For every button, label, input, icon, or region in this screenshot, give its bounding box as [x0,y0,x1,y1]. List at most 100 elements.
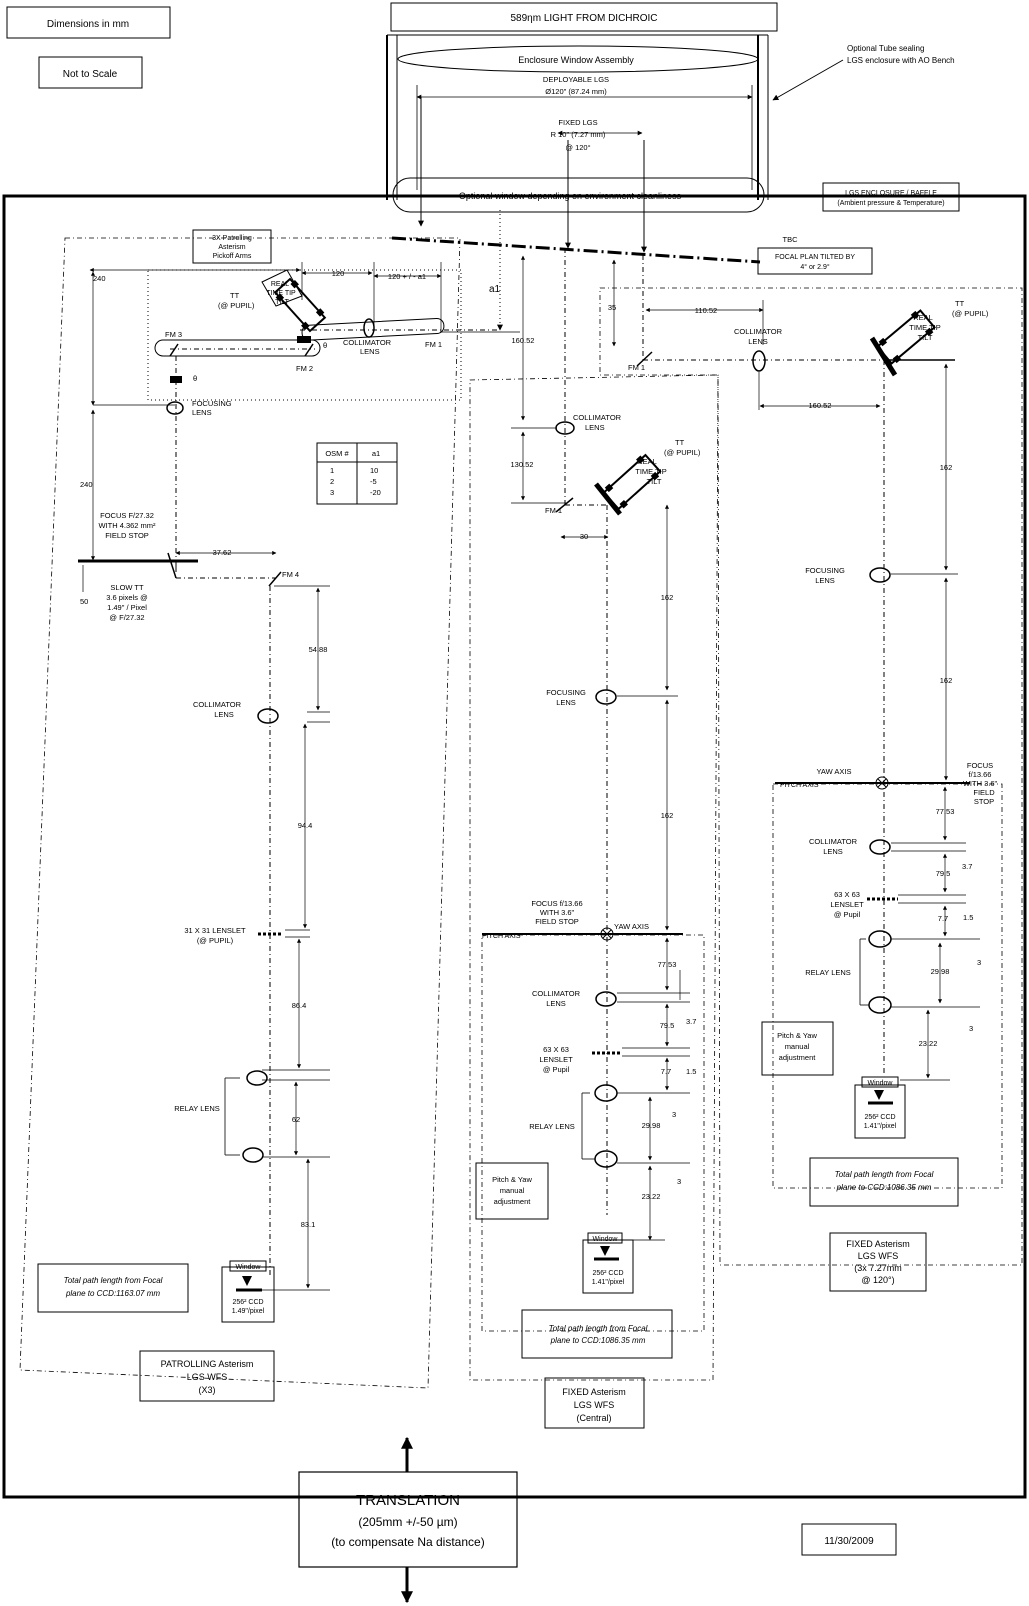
cen-dim-2998: 29.98 [642,1121,661,1130]
tube-note: Optional Tube sealing LGS enclosure with… [772,44,955,101]
pat-ccd-line2: 1.49"/pixel [232,1308,265,1315]
fix-pitch-axis: PITCH AXIS [780,782,819,789]
cen-label-line3: (Central) [576,1413,611,1423]
pickoff-line2: Asterism [218,244,245,251]
deployable-lgs-line1: DEPLOYABLE LGS [543,75,609,84]
cen-stop-line2: WITH 3.6" [540,908,575,917]
translation-title: TRANSLATION [356,1492,460,1509]
pat-tt-line1: TT [230,291,240,300]
cen-dim-13052: 130.52 [511,460,534,469]
cen-dim-2322: 23.22 [642,1192,661,1201]
fix-coll2-line2: LENS [823,847,843,856]
enclosure-tube: Enclosure Window Assembly DEPLOYABLE LGS… [386,34,769,213]
fixed-lgs-line3: @ 120° [565,143,590,152]
pat-ttbox-line2: TIME TIP [266,290,296,297]
pat-lenslet-line2: (@ PUPIL) [197,936,234,945]
fix-coll-line2: LENS [748,337,768,346]
tube-note-line2: LGS enclosure with AO Bench [847,56,955,65]
cen-total-line2: plane to CCD:1086.35 mm [550,1336,646,1345]
fix-dim-11052: 110.52 [695,306,717,315]
fix-tt-line1: TT [955,299,965,308]
pat-label-line3: (X3) [198,1385,215,1395]
fix-ttbox-line1: REAL [913,313,933,322]
fix-stop-line4: FIELD [973,788,995,797]
fix-manual-line2: manual [785,1042,810,1051]
pat-coll2-line2: LENS [214,710,234,719]
cen-total-line1: Total path length from Focal [549,1324,648,1333]
fix-dim-77: 7.7 [938,914,948,923]
pat-stop-line1: FOCUS F/27.32 [100,511,154,520]
fix-dim-35: 35 [608,303,616,312]
pat-focus-line2: LENS [192,408,212,417]
fix-dim-3b: 3 [969,1024,973,1033]
osm-header-a1: a1 [372,449,380,458]
cen-dim-77: 7.7 [661,1067,671,1076]
cen-label-line1: FIXED Asterism [562,1387,626,1397]
fix-stop-line5: STOP [974,797,994,806]
light-source-label: 589ηm LIGHT FROM DICHROIC [510,13,657,24]
fix-stop-line2: f/13.66 [969,770,992,779]
fix-dim-162a: 162 [940,463,953,472]
cen-focus-line1: FOCUSING [546,688,586,697]
pat-window: Window [236,1264,262,1271]
focal-plane: TBC FOCAL PLAN TILTED BY 4° or 2.9° [391,97,873,275]
cen-ttbox-line3: TILT [647,477,662,486]
lgs-enclosure-frame [2,194,1027,1499]
cen-lenslet-line2: LENSLET [539,1055,573,1064]
patrolling-module: 3X Patrolling Asterism Pickoff Arms 240 … [19,229,500,1402]
cen-dim-37: 3.7 [686,1017,696,1026]
cen-ccd-line1b: 1.41"/pixel [592,1279,625,1286]
fixed-lgs-line1: FIXED LGS [558,118,597,127]
fix-dim-795: 79.5 [936,869,951,878]
pat-ttbox-line3: TILT [275,299,290,306]
dim-120-a1: 120 + / - a1 [388,272,426,281]
deployable-lgs-line2: Ø120" (87.24 mm) [545,87,607,96]
fix-manual-line3: adjustment [779,1053,817,1062]
cen-window: Window [593,1236,619,1243]
cen-manual-line2: manual [500,1186,525,1195]
fix-dim-2998: 29.98 [931,967,950,976]
pickoff-line1: 3X Patrolling [212,235,252,242]
scale-note: Not to Scale [63,69,118,80]
osm-row1-a1: 10 [370,466,378,475]
baffle-line2: (Ambient pressure & Temperature) [837,200,944,207]
date-stamp: 11/30/2009 [801,1523,897,1556]
pat-slowtt-line2: 3.6 pixels @ [106,593,147,602]
dim-240-left: 240 [80,480,93,489]
pat-total-line2: plane to CCD:1163.07 mm [65,1289,160,1298]
fixed-lgs-line2: R 10" (7.27 mm) [551,130,606,139]
pat-fm3: FM 3 [165,330,182,339]
pat-stop-line3: FIELD STOP [105,531,149,540]
fix-dim-37: 3.7 [962,862,972,871]
pickoff-line3: Pickoff Arms [213,253,252,260]
pat-focus-line1: FOCUSING [192,399,232,408]
fix-dim-16052: 160.52 [809,401,832,410]
light-source: 589ηm LIGHT FROM DICHROIC [390,2,778,32]
fix-stop-line3: WITH 3.6" [963,779,998,788]
cen-manual-line1: Pitch & Yaw [492,1175,532,1184]
fix-fm1: FM 1 [628,363,645,372]
fix-ccd-line2: 1.41"/pixel [864,1123,897,1130]
fix-focus-line2: LENS [815,576,835,585]
fixed-module: 35 110.52 FM 1 COLLIMATOR LENS 160.52 TT… [599,255,1023,1292]
cen-coll-line2: LENS [585,423,605,432]
osm-row3-a1: -20 [370,488,381,497]
dim-62: 62 [292,1115,300,1124]
dim-240-top: 240 [93,274,106,283]
pat-fm1: FM 1 [425,340,442,349]
pat-theta1: θ [323,341,327,350]
fix-lenslet-line3: @ Pupil [834,910,861,919]
fix-dim-3: 3 [977,958,981,967]
osm-row2-num: 2 [330,477,334,486]
cen-dim-3b: 3 [677,1177,681,1186]
fix-dim-2322: 23.22 [919,1039,938,1048]
cen-coll2-line1: COLLIMATOR [532,989,581,998]
pat-slowtt-line1: SLOW TT [110,583,144,592]
cen-relay: RELAY LENS [529,1122,575,1131]
enclosure-baffle-note: LGS ENCLOSURE / BAFFLE (Ambient pressure… [822,182,960,212]
cen-label-line2: LGS WFS [574,1400,615,1410]
translation-purpose: (to compensate Na distance) [331,1535,484,1549]
dim-3762: 37.62 [213,548,232,557]
fix-manual-line1: Pitch & Yaw [777,1031,817,1040]
